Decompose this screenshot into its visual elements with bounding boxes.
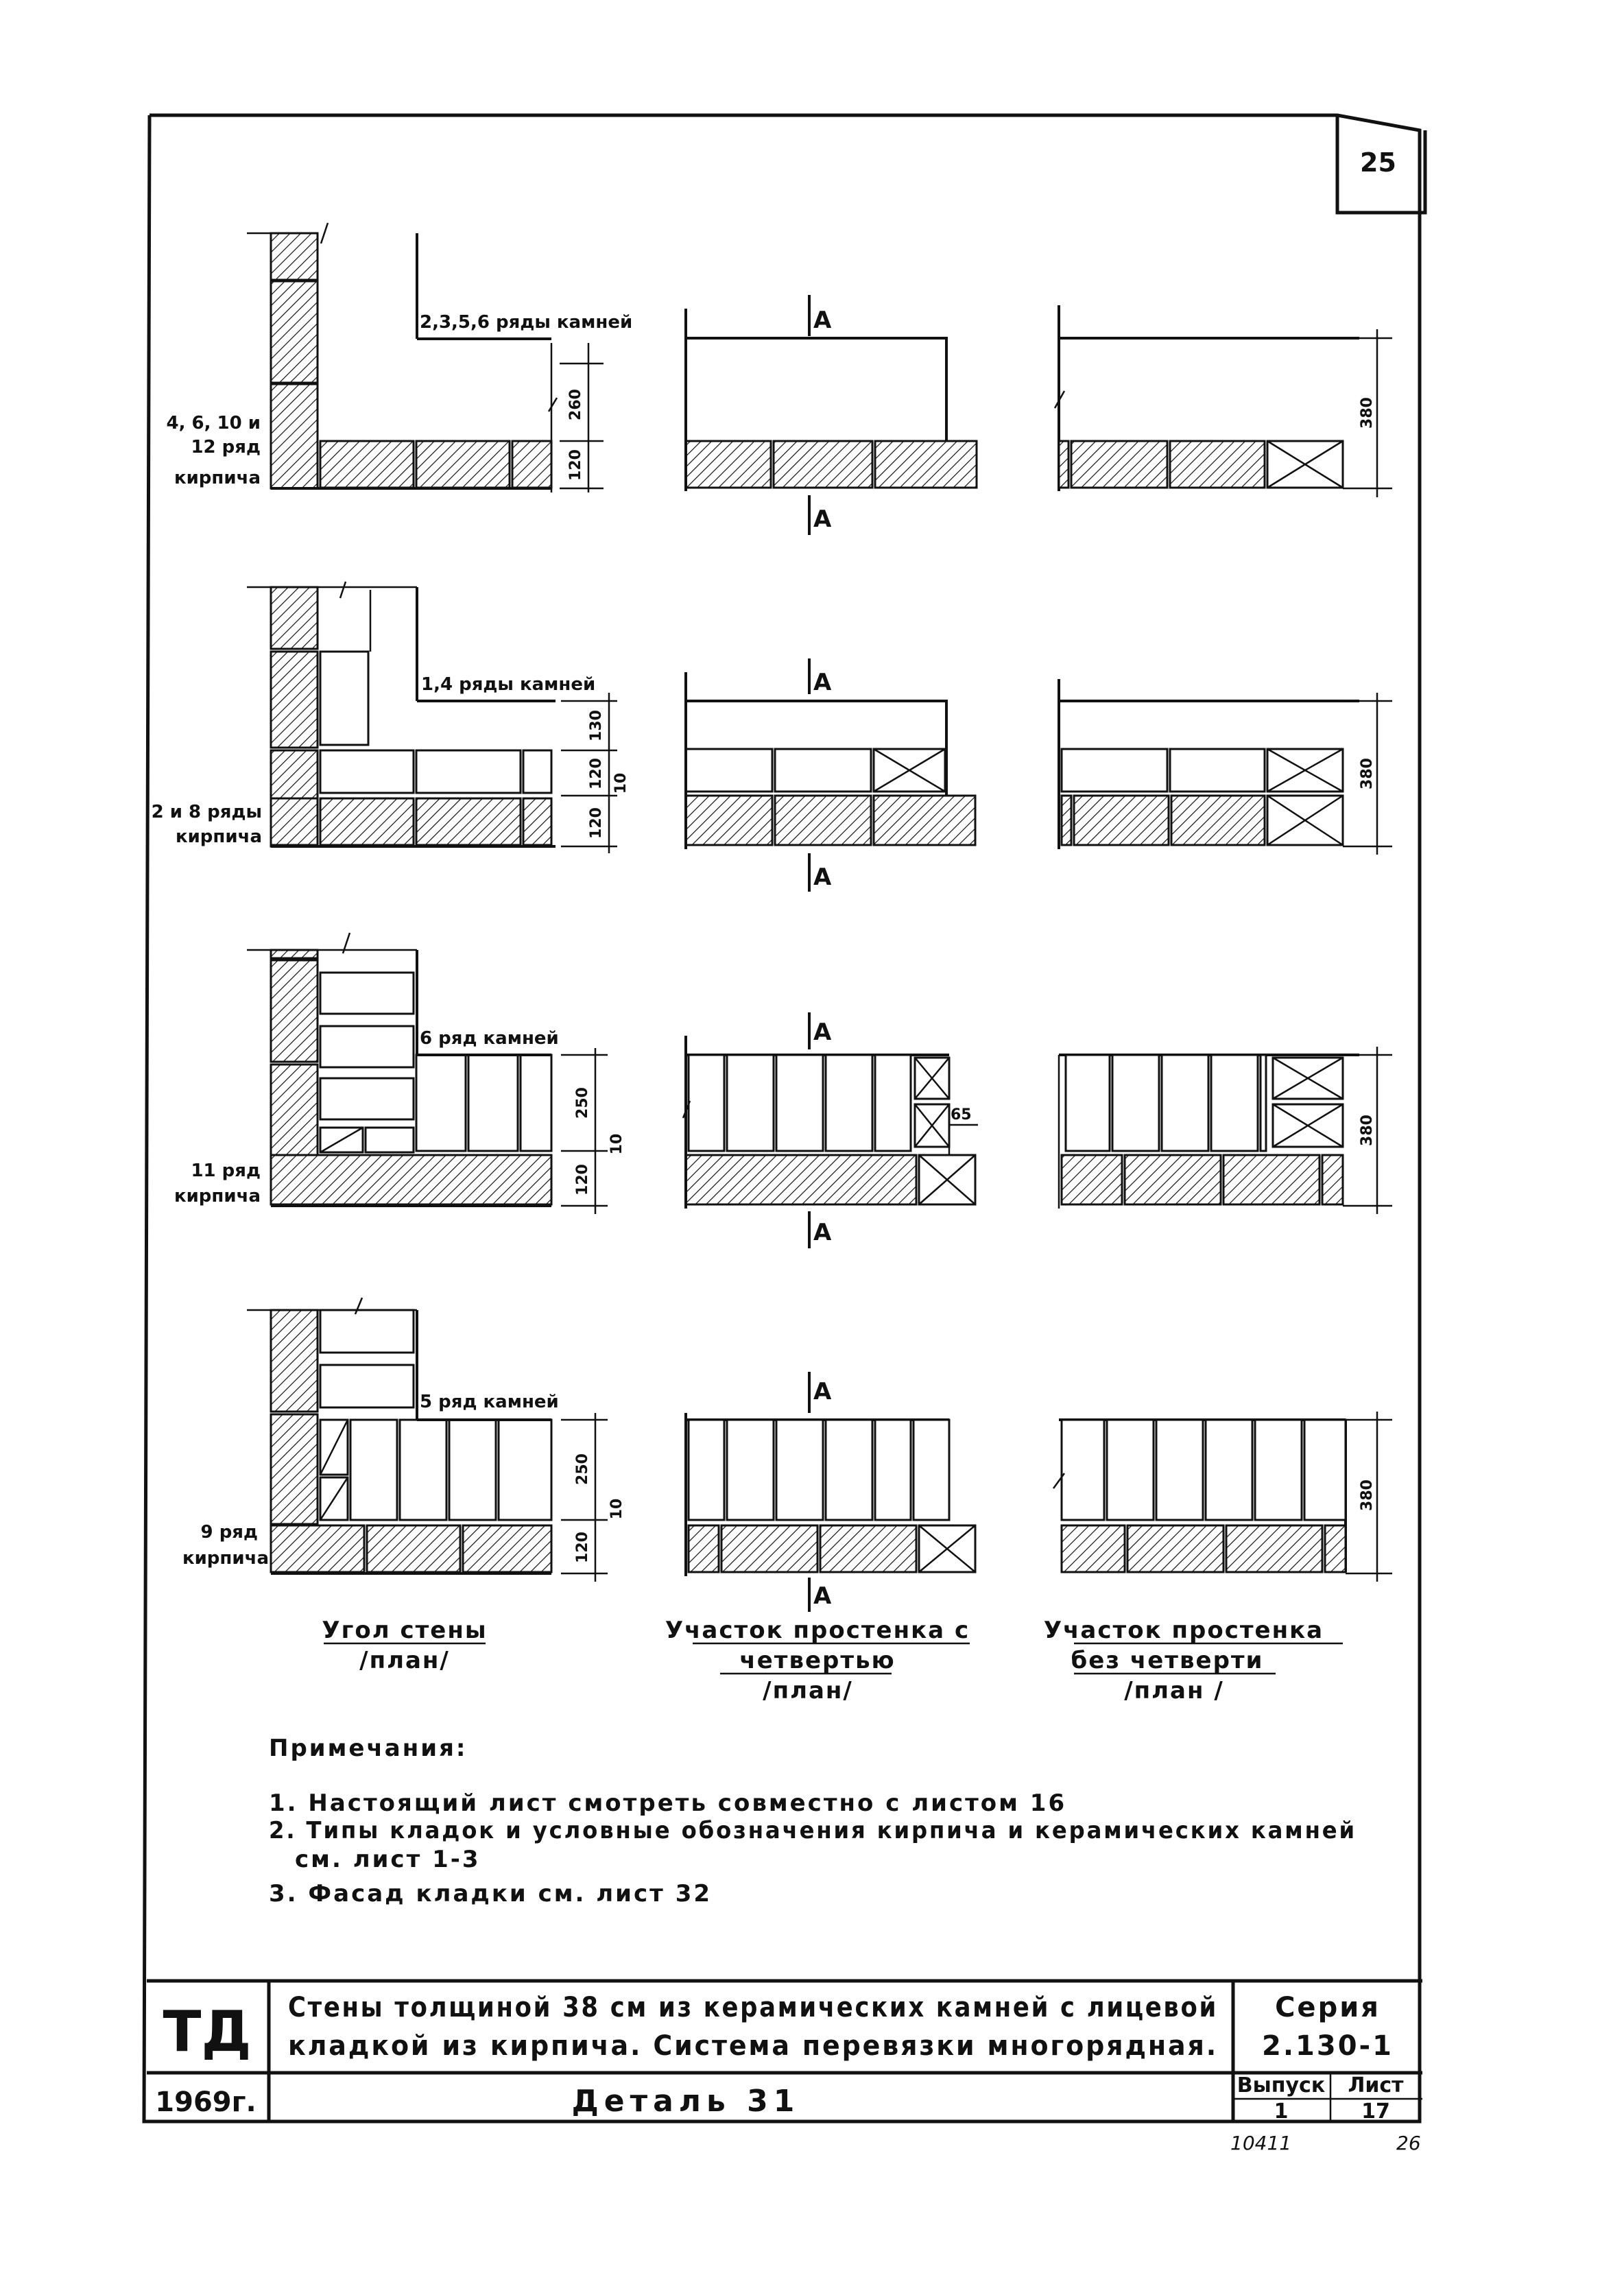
- detail-title: Деталь 31: [572, 2084, 800, 2119]
- sheet-frame: [142, 113, 1427, 2124]
- notes: Примечания: 1. Настоящий лист смотреть с…: [269, 1735, 1357, 1907]
- dim-120: 120: [567, 449, 584, 481]
- row2-dimension-chain: 130 120 10 120: [561, 693, 630, 853]
- row3-corner-plan: [247, 932, 553, 1207]
- dim-380: 380: [1359, 397, 1376, 429]
- row3-brick-label-line: кирпича: [174, 1186, 261, 1206]
- row4-brick-label-line: кирпича: [182, 1548, 269, 1569]
- row4-section-mark-bottom: А: [813, 1582, 832, 1610]
- caption-corner-line: Угол стены: [322, 1617, 487, 1644]
- dim-65: 65: [951, 1106, 972, 1123]
- sheet-label: Лист: [1348, 2073, 1404, 2097]
- caption-pier-without-quarter-line: Участок простенка: [1044, 1617, 1324, 1644]
- note-1: 1. Настоящий лист смотреть совместно с л…: [269, 1790, 1066, 1817]
- issue-label: Выпуск: [1237, 2073, 1325, 2097]
- row1-brick-label-line: кирпича: [174, 468, 261, 488]
- row2-stone-label: 1,4 ряды камней: [421, 674, 595, 695]
- row2-section-mark-bottom: А: [813, 864, 832, 891]
- sheet-number: 25: [1360, 147, 1396, 178]
- row1-corner-plan: [247, 222, 558, 492]
- row4-pier-without-quarter: 380: [1052, 1412, 1392, 1582]
- row1-brick-label-line: 12 ряд: [191, 437, 261, 457]
- notes-title: Примечания:: [269, 1735, 468, 1762]
- caption-pier-with-quarter: Участок простенка с четвертью /план/: [665, 1617, 970, 1704]
- row3-brick-label-line: 11 ряд: [191, 1161, 261, 1181]
- row4-stone-label: 5 ряд камней: [420, 1392, 559, 1412]
- row1-brick-label-line: 4, 6, 10 и: [167, 413, 261, 433]
- org-logo: ТД: [163, 1999, 252, 2065]
- footer-inventory-number: 10411: [1230, 2132, 1291, 2154]
- row3-brick-label: 11 ряд кирпича: [174, 1161, 261, 1206]
- sheet-value: 17: [1361, 2100, 1390, 2124]
- caption-pier-without-quarter-line: без четверти: [1071, 1647, 1264, 1674]
- row4-corner-plan: [247, 1297, 553, 1575]
- caption-pier-with-quarter-line: Участок простенка с: [665, 1617, 970, 1644]
- row1-dimension-chain: 260 120: [560, 343, 604, 492]
- row1-pier-without-quarter: 380: [1053, 305, 1392, 497]
- row3-stone-label: 6 ряд камней: [420, 1028, 559, 1049]
- dim-380: 380: [1359, 1115, 1376, 1146]
- row4-brick-label: 9 ряд кирпича: [182, 1522, 269, 1569]
- dim-130: 130: [588, 710, 605, 741]
- footer-page-number: 26: [1396, 2132, 1421, 2154]
- caption-corner-line: /план/: [359, 1647, 450, 1674]
- title-line-2: кладкой из кирпича. Система перевязки мн…: [288, 2030, 1218, 2062]
- row4-brick-label-line: 9 ряд: [201, 1522, 258, 1543]
- row4-section-mark-top: А: [813, 1378, 832, 1405]
- row3-pier-without-quarter: 380: [1058, 1047, 1392, 1214]
- row1-stone-label: 2,3,5,6 ряды камней: [420, 312, 632, 333]
- year: 1969г.: [155, 2086, 256, 2118]
- dim-380: 380: [1359, 1479, 1376, 1511]
- row2-brick-label-line: 2 и 8 ряды: [152, 802, 262, 822]
- row4-dimension-chain: 250 10 120: [561, 1413, 625, 1582]
- dim-10: 10: [612, 773, 630, 794]
- row2-brick-label: 2 и 8 ряды кирпича: [152, 802, 262, 847]
- row2-section-mark-top: А: [813, 669, 832, 696]
- issue-value: 1: [1274, 2100, 1289, 2124]
- dim-10: 10: [608, 1134, 625, 1155]
- row3-dimension-chain: 250 10 120: [561, 1048, 625, 1214]
- caption-corner: Угол стены /план/: [322, 1617, 487, 1674]
- caption-pier-without-quarter: Участок простенка без четверти /план /: [1044, 1617, 1343, 1704]
- row3-section-mark-top: А: [813, 1019, 832, 1046]
- caption-pier-with-quarter-line: /план/: [763, 1677, 853, 1704]
- dim-250: 250: [574, 1087, 591, 1119]
- row1-brick-label: 4, 6, 10 и 12 ряд кирпича: [167, 413, 261, 488]
- row2-pier-without-quarter: 380: [1058, 679, 1392, 855]
- dim-120: 120: [588, 758, 605, 789]
- series-value: 2.130-1: [1262, 2030, 1394, 2062]
- row2-corner-plan: [247, 581, 556, 848]
- note-2: 2. Типы кладок и условные обозначения ки…: [269, 1817, 1357, 1844]
- note-3: 3. Фасад кладки см. лист 32: [269, 1880, 712, 1907]
- row1-section-mark-bottom: А: [813, 506, 832, 533]
- series-label: Серия: [1275, 1992, 1381, 2023]
- row3-pier-with-quarter: 65 А А: [682, 1012, 978, 1248]
- row3-section-mark-bottom: А: [813, 1219, 832, 1246]
- dim-120: 120: [574, 1164, 591, 1196]
- title-block: ТД Стены толщиной 38 см из керамических …: [147, 1979, 1422, 2124]
- row1-pier-with-quarter: А А: [684, 295, 978, 535]
- row2-brick-label-line: кирпича: [176, 827, 262, 847]
- dim-120: 120: [588, 807, 605, 839]
- note-2-continued: см. лист 1-3: [295, 1846, 481, 1873]
- dim-10: 10: [608, 1499, 625, 1520]
- dim-260: 260: [567, 389, 584, 420]
- caption-pier-with-quarter-line: четвертью: [739, 1647, 895, 1674]
- dim-380: 380: [1359, 758, 1376, 789]
- row4-pier-with-quarter: А А: [684, 1372, 977, 1612]
- row1-section-mark-top: А: [813, 307, 832, 334]
- caption-pier-without-quarter-line: /план /: [1124, 1677, 1224, 1704]
- row2-pier-with-quarter: А А: [684, 658, 977, 892]
- title-line-1: Стены толщиной 38 см из керамических кам…: [288, 1992, 1218, 2023]
- dim-250: 250: [574, 1453, 591, 1485]
- dim-120: 120: [574, 1532, 591, 1563]
